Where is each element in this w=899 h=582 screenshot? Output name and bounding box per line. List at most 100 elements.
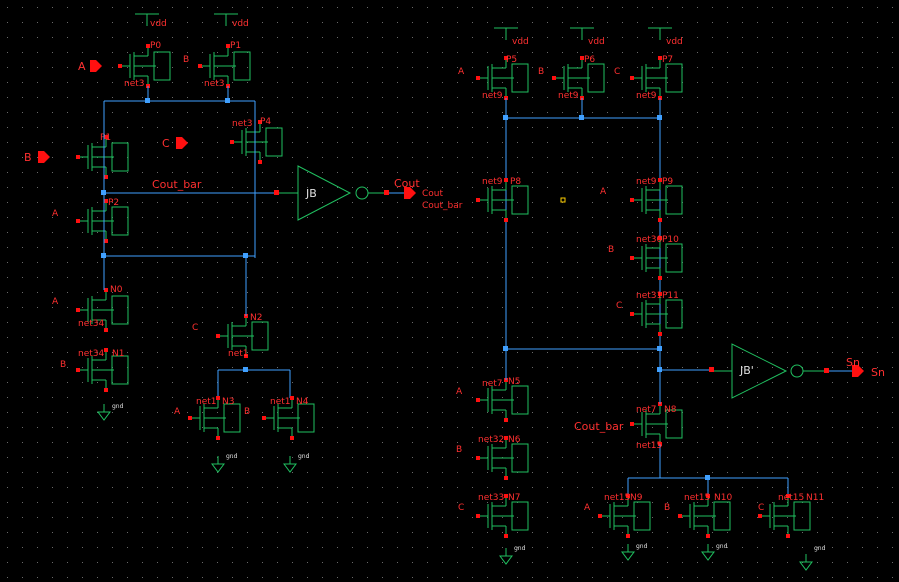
gate-label-a: A xyxy=(52,297,59,307)
svg-text:P10: P10 xyxy=(662,235,679,245)
svg-text:N1: N1 xyxy=(112,349,124,359)
port-label-sn: Sn xyxy=(846,356,860,369)
transistor-n7[interactable]: N7 net33 xyxy=(475,493,529,539)
gate-label-a: A xyxy=(52,209,59,219)
svg-text:net7: net7 xyxy=(482,379,503,389)
net-label-net15: net15 xyxy=(636,441,662,451)
transistor-p10[interactable]: P10 net30 xyxy=(629,235,683,281)
svg-text:N4: N4 xyxy=(296,397,309,407)
svg-text:P1: P1 xyxy=(230,41,241,51)
gate-label-a: A xyxy=(600,187,607,197)
svg-text:net34: net34 xyxy=(78,319,104,329)
svg-text:net15: net15 xyxy=(778,493,804,503)
svg-text:net15: net15 xyxy=(684,493,710,503)
carry-block: vdd vdd P0 net3 P1 net3 A B P4 net3 C xyxy=(24,13,420,473)
svg-text:net31: net31 xyxy=(636,291,662,301)
svg-text:net9: net9 xyxy=(558,91,579,101)
svg-text:P5: P5 xyxy=(506,55,517,65)
svg-text:net30: net30 xyxy=(636,235,662,245)
gate-label-b: B xyxy=(244,407,250,417)
port-label-a: A xyxy=(78,60,86,73)
svg-text:net32: net32 xyxy=(478,435,504,445)
svg-text:N7: N7 xyxy=(508,493,520,503)
gnd-label: gnd xyxy=(112,403,124,410)
transistor-p4[interactable]: P4 net3 xyxy=(229,117,283,165)
sum-block: vdd vdd vdd P5 net9 A P6 net9 B P7 net9 … xyxy=(422,27,885,571)
transistor-n2[interactable]: N2 net1 xyxy=(215,313,269,359)
svg-text:N9: N9 xyxy=(630,493,643,503)
transistor-p11[interactable]: P11 net31 xyxy=(629,291,683,337)
gate-label-a: A xyxy=(456,387,463,397)
vdd-label: vdd xyxy=(588,37,605,47)
transistor-p6[interactable]: P6 net9 xyxy=(551,55,605,101)
transistor-n6[interactable]: N6 net32 xyxy=(475,435,529,481)
svg-text:N5: N5 xyxy=(508,377,520,387)
gate-label-b: B xyxy=(608,245,614,255)
transistor-n8[interactable]: N8 net7 xyxy=(629,401,683,447)
svg-text:net9: net9 xyxy=(636,177,657,187)
svg-text:P1: P1 xyxy=(100,133,111,143)
transistor-n4[interactable]: N4 net1 xyxy=(261,395,315,441)
vdd-label: vdd xyxy=(232,19,249,29)
gate-label-b: B xyxy=(538,67,544,77)
gnd-label: gnd xyxy=(716,543,728,550)
gate-label-a: A xyxy=(174,407,181,417)
transistor-p2-lower[interactable]: P2 xyxy=(75,198,129,244)
transistor-n0[interactable]: N0 net34 xyxy=(75,285,129,333)
svg-text:P7: P7 xyxy=(662,55,673,65)
svg-text:N10: N10 xyxy=(714,493,732,503)
svg-text:net1: net1 xyxy=(196,397,217,407)
svg-text:P4: P4 xyxy=(260,117,271,127)
transistor-n5[interactable]: N5 net7 xyxy=(475,377,529,423)
transistor-p5[interactable]: P5 net9 xyxy=(475,55,529,101)
transistor-p9[interactable]: P9 net9 xyxy=(629,177,683,223)
svg-text:N0: N0 xyxy=(110,285,123,295)
gate-label-cout-bar: Cout_bar xyxy=(574,420,624,433)
net-label-cout-bar: Cout_bar xyxy=(152,178,202,191)
svg-text:P9: P9 xyxy=(662,177,673,187)
gnd-label: gnd xyxy=(814,545,826,552)
gate-label-c: C xyxy=(192,323,198,333)
svg-text:net9: net9 xyxy=(482,91,503,101)
transistor-p7[interactable]: P7 net9 xyxy=(629,55,683,101)
gate-label-cout-bar: Cout_bar xyxy=(422,201,463,211)
port-label-b: B xyxy=(24,151,32,164)
svg-text:N11: N11 xyxy=(806,493,824,503)
gate-label-b: B xyxy=(664,503,670,513)
gnd-label: gnd xyxy=(514,545,526,552)
svg-text:net9: net9 xyxy=(482,177,503,187)
port-label-cout: Cout xyxy=(394,177,420,190)
transistor-n1[interactable]: N1 net34 xyxy=(75,347,129,393)
vdd-label: vdd xyxy=(512,37,529,47)
transistor-n3[interactable]: N3 net1 xyxy=(187,395,241,441)
transistor-n9[interactable]: N9 net15 xyxy=(597,493,651,539)
svg-text:P8: P8 xyxy=(510,177,521,187)
svg-text:P2: P2 xyxy=(108,198,119,208)
gate-label-c: C xyxy=(614,67,620,77)
transistor-p0[interactable]: P0 net3 xyxy=(117,41,171,89)
transistor-p8[interactable]: P8 net9 xyxy=(475,177,529,223)
svg-text:N2: N2 xyxy=(250,313,262,323)
svg-text:net34: net34 xyxy=(78,349,104,359)
svg-text:net9: net9 xyxy=(636,91,657,101)
svg-text:net1: net1 xyxy=(270,397,291,407)
svg-text:JB: JB xyxy=(305,187,317,200)
transistor-p2-upper[interactable]: P1 xyxy=(75,133,129,180)
gate-label-c: C xyxy=(458,503,464,513)
gate-label-c: C xyxy=(616,301,622,311)
svg-text:P6: P6 xyxy=(584,55,595,65)
transistor-n11[interactable]: N11 net15 xyxy=(757,493,824,539)
transistor-n10[interactable]: N10 net15 xyxy=(677,493,732,539)
inverter-jb[interactable]: JB xyxy=(279,165,384,221)
svg-text:net7: net7 xyxy=(636,405,657,415)
svg-text:N8: N8 xyxy=(664,405,677,415)
svg-text:JB': JB' xyxy=(739,364,754,377)
gate-label-cout: Cout xyxy=(422,189,443,199)
transistor-p1[interactable]: P1 net3 xyxy=(197,41,251,89)
gnd-label: gnd xyxy=(636,543,648,550)
inverter-jb-prime[interactable]: JB' xyxy=(714,343,826,399)
svg-text:net15: net15 xyxy=(604,493,630,503)
gate-label-c: C xyxy=(758,503,764,513)
